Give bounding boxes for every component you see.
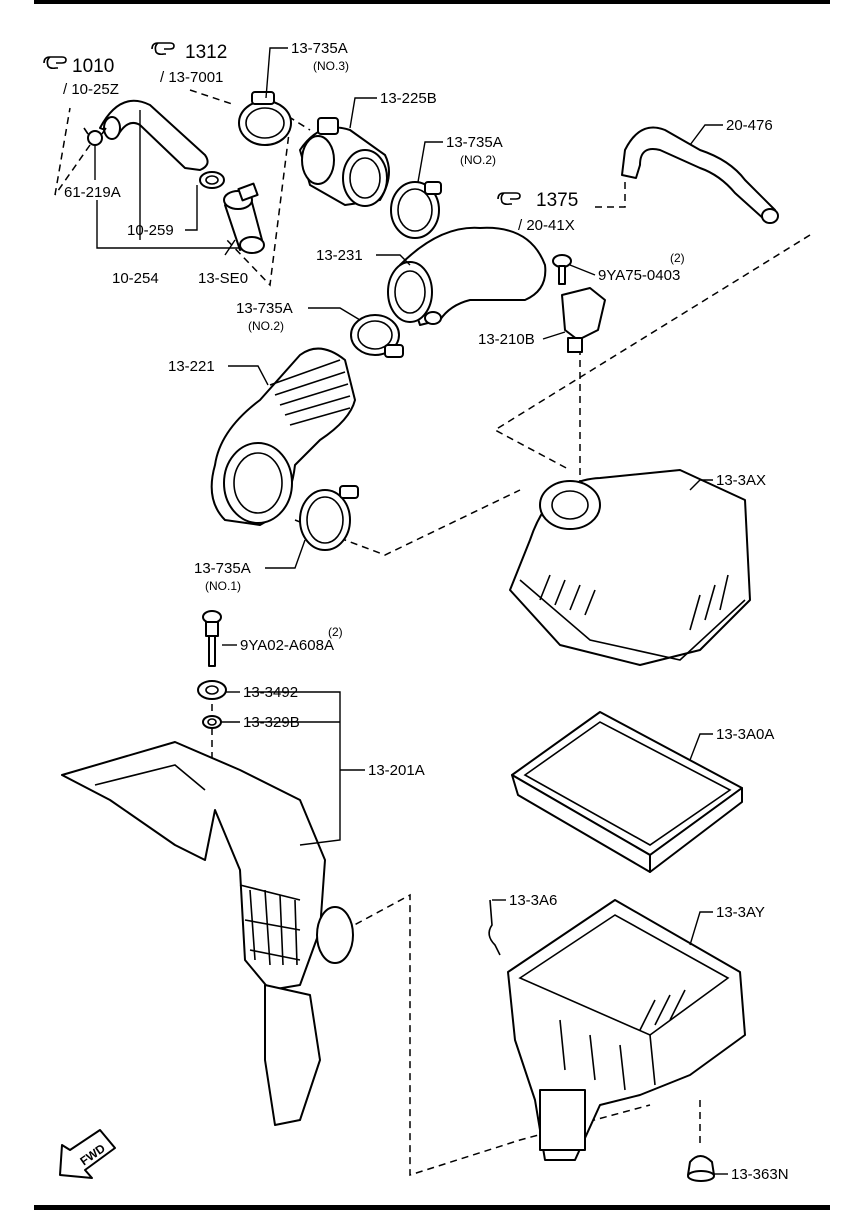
ventilation-hose-20-476[interactable]: [621, 126, 779, 224]
maf-sensor-13-210b[interactable]: [561, 287, 606, 353]
label-13-735a-no1-sub: (NO.1): [205, 579, 241, 593]
breather-hose-10-254[interactable]: [99, 99, 209, 171]
ref-1010-number: 1010: [72, 56, 114, 77]
air-cleaner-cover-13-3ax[interactable]: [509, 469, 751, 666]
label-9ya02-qty: (2): [328, 625, 343, 639]
label-9ya75-qty: (2): [670, 251, 685, 265]
label-13-735a-no2-lower-sub: (NO.2): [248, 319, 284, 333]
hose-clamp-13-735a-no2-lower[interactable]: [350, 314, 404, 358]
adapter-13-225b[interactable]: [299, 117, 390, 207]
air-cleaner-case-13-3ay[interactable]: [507, 899, 746, 1161]
label-13-3ax[interactable]: 13-3AX: [716, 472, 766, 489]
part-labels: 13-735A (NO.3) 13-225B 13-735A (NO.2) 20…: [64, 40, 789, 1183]
label-13-201a[interactable]: 13-201A: [368, 762, 425, 779]
ref-1312-number: 1312: [185, 42, 227, 63]
label-13-231[interactable]: 13-231: [316, 247, 363, 264]
pointing-hand-icon: [43, 56, 67, 70]
label-13-3ay[interactable]: 13-3AY: [716, 904, 765, 921]
hose-clamp-13-735a-no2-upper[interactable]: [390, 181, 442, 239]
label-13-se0[interactable]: 13-SE0: [198, 270, 248, 287]
bottom-rule: [34, 1205, 830, 1210]
ref-1010[interactable]: 1010 / 10-25Z: [43, 56, 119, 98]
label-13-735a-no1[interactable]: 13-735A: [194, 560, 251, 577]
top-rule: [34, 0, 830, 4]
ref-1375-sub: / 20-41X: [518, 217, 575, 234]
intake-duct-13-221[interactable]: [210, 347, 356, 526]
label-10-259[interactable]: 10-259: [127, 222, 174, 239]
hose-clamp-13-735a-no3[interactable]: [238, 91, 292, 146]
label-13-210b[interactable]: 13-210B: [478, 331, 535, 348]
ref-1375-number: 1375: [536, 190, 578, 211]
label-13-329b[interactable]: 13-329B: [243, 714, 300, 731]
fresh-air-duct-13-201a[interactable]: [61, 741, 354, 1126]
label-10-254[interactable]: 10-254: [112, 270, 159, 287]
label-13-3a0a[interactable]: 13-3A0A: [716, 726, 774, 743]
label-13-225b[interactable]: 13-225B: [380, 90, 437, 107]
label-13-735a-no3[interactable]: 13-735A: [291, 40, 348, 57]
label-13-735a-no3-sub: (NO.3): [313, 59, 349, 73]
pointing-hand-icon: [151, 42, 175, 56]
pointing-hand-icon: [497, 192, 521, 206]
ref-1312[interactable]: 1312 / 13-7001: [151, 42, 227, 86]
air-pipe-13-231[interactable]: [387, 226, 547, 326]
label-13-735a-no2-upper-sub: (NO.2): [460, 153, 496, 167]
filter-element-13-3a0a[interactable]: [511, 711, 743, 873]
ref-1312-sub: / 13-7001: [160, 69, 223, 86]
label-13-3a6[interactable]: 13-3A6: [509, 892, 557, 909]
label-13-221[interactable]: 13-221: [168, 358, 215, 375]
hose-clip-61-219a[interactable]: [83, 127, 107, 146]
label-9ya02-a608a[interactable]: 9YA02-A608A: [240, 637, 334, 654]
grommet-13-3492[interactable]: [197, 680, 227, 700]
ref-1010-sub: / 10-25Z: [63, 81, 119, 98]
label-13-3492[interactable]: 13-3492: [243, 684, 298, 701]
bolt-9ya02-a608a[interactable]: [202, 610, 222, 667]
label-61-219a[interactable]: 61-219A: [64, 184, 121, 201]
rubber-mount-13-363n[interactable]: [687, 1155, 715, 1182]
label-13-363n[interactable]: 13-363N: [731, 1166, 789, 1183]
leader-lines: [94, 47, 728, 1175]
forward-arrow-icon: [59, 1129, 116, 1179]
hose-clamp-10-259[interactable]: [199, 171, 225, 189]
screw-9ya75-0403[interactable]: [552, 254, 572, 285]
label-13-735a-no2-lower[interactable]: 13-735A: [236, 300, 293, 317]
label-20-476[interactable]: 20-476: [726, 117, 773, 134]
connector-13-se0[interactable]: [223, 182, 265, 254]
label-9ya75-0403[interactable]: 9YA75-0403: [598, 267, 680, 284]
ref-1375[interactable]: 1375 / 20-41X: [497, 190, 578, 234]
label-13-735a-no2-upper[interactable]: 13-735A: [446, 134, 503, 151]
hose-clamp-13-735a-no1[interactable]: [299, 485, 359, 551]
clip-13-3a6[interactable]: [488, 899, 501, 956]
collar-13-329b[interactable]: [202, 715, 222, 729]
fwd-indicator: FWD: [59, 1129, 116, 1179]
